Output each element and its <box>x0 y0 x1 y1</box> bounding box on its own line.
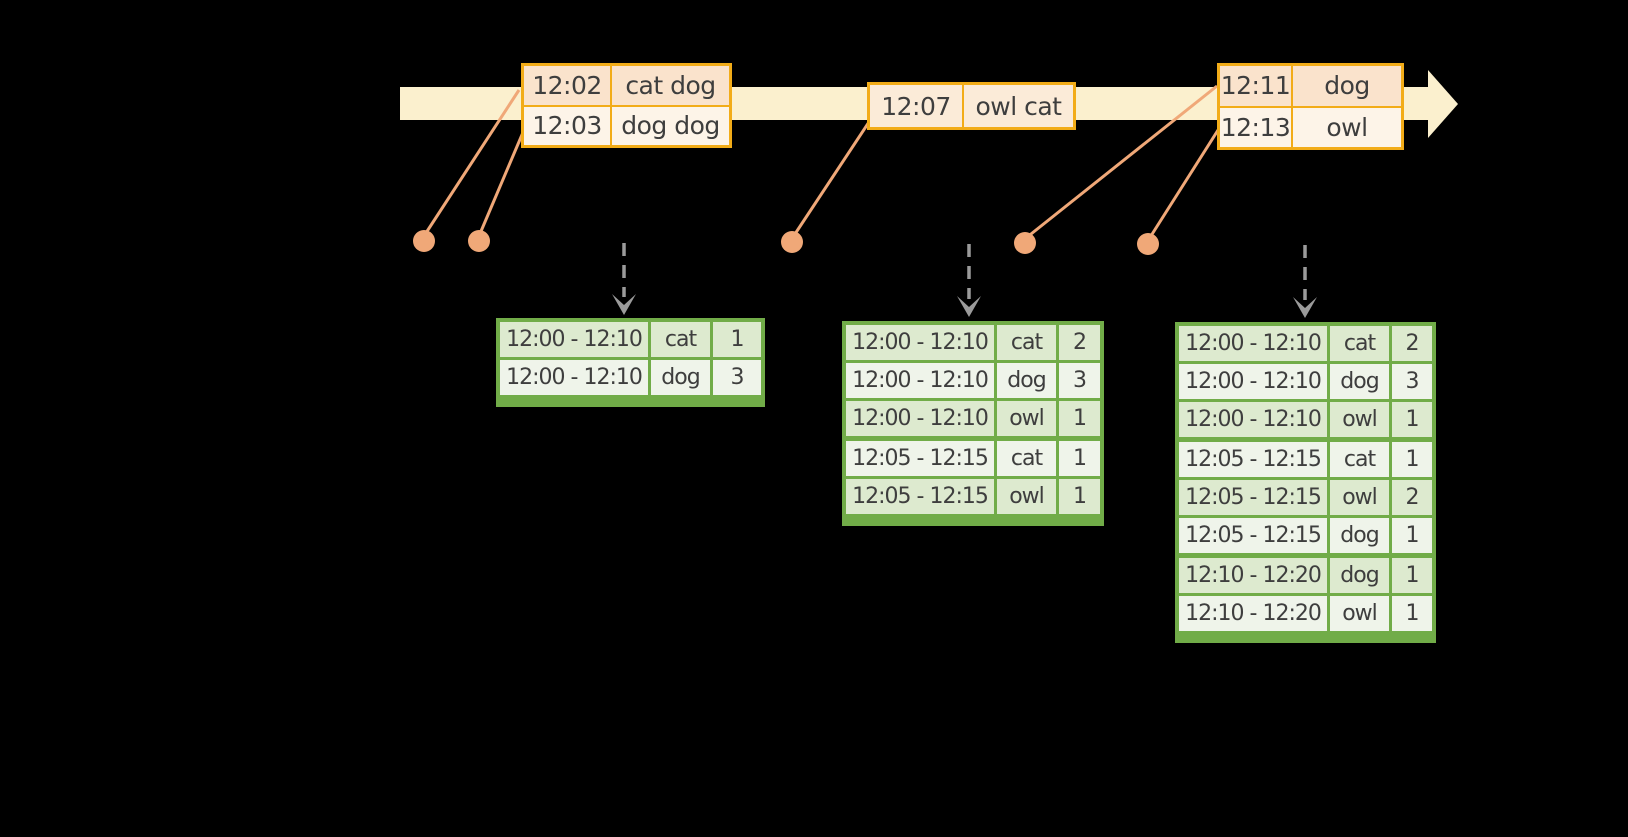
count-cell: 1 <box>1059 401 1100 436</box>
word-cell: cat <box>1330 442 1389 477</box>
table-row: 12:05 - 12:15 dog 1 <box>1179 518 1432 553</box>
result-table-2: 12:00 - 12:10 cat 2 12:00 - 12:10 dog 3 … <box>842 321 1104 526</box>
event-connector-line <box>477 129 526 237</box>
table-row: 12:05 - 12:15 cat 1 <box>1179 442 1432 477</box>
trigger-arrowhead-icon <box>612 294 636 315</box>
word-cell: cat <box>1330 326 1389 361</box>
trigger-arrowhead-icon <box>1293 297 1317 318</box>
table-row: 12:00 - 12:10 cat 2 <box>846 325 1100 360</box>
table-row: 12:00 - 12:10 dog 3 <box>500 360 761 395</box>
event-dot-icon <box>1014 232 1036 254</box>
word-cell: owl <box>997 401 1056 436</box>
word-cell: owl <box>997 479 1056 514</box>
table-row: 12:00 - 12:10 dog 3 <box>846 363 1100 398</box>
result-table-3: 12:00 - 12:10 cat 2 12:00 - 12:10 dog 3 … <box>1175 322 1436 643</box>
word-cell: cat <box>997 441 1056 476</box>
table-row: 12:10 - 12:20 owl 1 <box>1179 596 1432 631</box>
table-row: 12:05 - 12:15 owl 1 <box>846 479 1100 514</box>
word-cell: dog <box>1330 558 1389 593</box>
event-table-1: 12:02 cat dog 12:03 dog dog <box>521 63 732 148</box>
count-cell: 3 <box>713 360 761 395</box>
word-cell: cat <box>997 325 1056 360</box>
event-words-cell: cat dog <box>612 66 729 105</box>
table-row: 12:00 - 12:10 owl 1 <box>846 401 1100 436</box>
count-cell: 1 <box>1392 442 1432 477</box>
window-cell: 12:00 - 12:10 <box>500 360 648 395</box>
word-cell: owl <box>1330 596 1389 631</box>
window-cell: 12:00 - 12:10 <box>846 401 994 436</box>
event-words-cell: dog <box>1293 66 1401 106</box>
table-row: 12:00 - 12:10 dog 3 <box>1179 364 1432 399</box>
window-cell: 12:10 - 12:20 <box>1179 558 1327 593</box>
count-cell: 2 <box>1059 325 1100 360</box>
count-cell: 3 <box>1059 363 1100 398</box>
count-cell: 1 <box>713 322 761 357</box>
event-dot-icon <box>781 231 803 253</box>
event-words-cell: dog dog <box>612 106 729 145</box>
count-cell: 2 <box>1392 480 1432 515</box>
event-table-2: 12:07 owl cat <box>867 82 1076 130</box>
timeline-arrowhead-icon <box>1428 70 1458 138</box>
window-cell: 12:10 - 12:20 <box>1179 596 1327 631</box>
event-words-cell: owl cat <box>964 85 1073 127</box>
word-cell: dog <box>651 360 710 395</box>
event-time-cell: 12:02 <box>524 66 610 105</box>
window-cell: 12:05 - 12:15 <box>1179 518 1327 553</box>
word-cell: dog <box>997 363 1056 398</box>
window-cell: 12:05 - 12:15 <box>1179 442 1327 477</box>
word-cell: owl <box>1330 402 1389 437</box>
word-cell: dog <box>1330 518 1389 553</box>
count-cell: 1 <box>1392 596 1432 631</box>
event-words-cell: owl <box>1293 107 1401 147</box>
trigger-arrowhead-icon <box>957 296 981 317</box>
count-cell: 1 <box>1392 518 1432 553</box>
event-time-cell: 12:13 <box>1220 107 1291 147</box>
table-row: 12:05 - 12:15 cat 1 <box>846 441 1100 476</box>
window-cell: 12:00 - 12:10 <box>1179 326 1327 361</box>
count-cell: 3 <box>1392 364 1432 399</box>
window-cell: 12:00 - 12:10 <box>1179 402 1327 437</box>
event-dot-icon <box>1137 233 1159 255</box>
window-cell: 12:00 - 12:10 <box>1179 364 1327 399</box>
table-row: 12:00 - 12:10 cat 1 <box>500 322 761 357</box>
word-cell: cat <box>651 322 710 357</box>
window-cell: 12:00 - 12:10 <box>846 325 994 360</box>
count-cell: 2 <box>1392 326 1432 361</box>
event-table-3: 12:11 dog 12:13 owl <box>1217 63 1404 150</box>
event-dot-icon <box>413 230 435 252</box>
event-dot-icon <box>468 230 490 252</box>
window-cell: 12:05 - 12:15 <box>846 479 994 514</box>
window-cell: 12:00 - 12:10 <box>846 363 994 398</box>
event-connector-line <box>791 121 871 238</box>
count-cell: 1 <box>1392 402 1432 437</box>
table-row: 12:05 - 12:15 owl 2 <box>1179 480 1432 515</box>
window-cell: 12:05 - 12:15 <box>846 441 994 476</box>
window-cell: 12:00 - 12:10 <box>500 322 648 357</box>
count-cell: 1 <box>1392 558 1432 593</box>
table-row: 12:00 - 12:10 owl 1 <box>1179 402 1432 437</box>
count-cell: 1 <box>1059 441 1100 476</box>
table-row: 12:00 - 12:10 cat 2 <box>1179 326 1432 361</box>
word-cell: owl <box>1330 480 1389 515</box>
event-time-cell: 12:03 <box>524 106 610 145</box>
event-time-cell: 12:07 <box>870 85 962 127</box>
event-connector-line <box>1147 126 1222 240</box>
word-cell: dog <box>1330 364 1389 399</box>
count-cell: 1 <box>1059 479 1100 514</box>
window-cell: 12:05 - 12:15 <box>1179 480 1327 515</box>
table-row: 12:10 - 12:20 dog 1 <box>1179 558 1432 593</box>
event-time-cell: 12:11 <box>1220 66 1291 106</box>
result-table-1: 12:00 - 12:10 cat 1 12:00 - 12:10 dog 3 <box>496 318 765 407</box>
